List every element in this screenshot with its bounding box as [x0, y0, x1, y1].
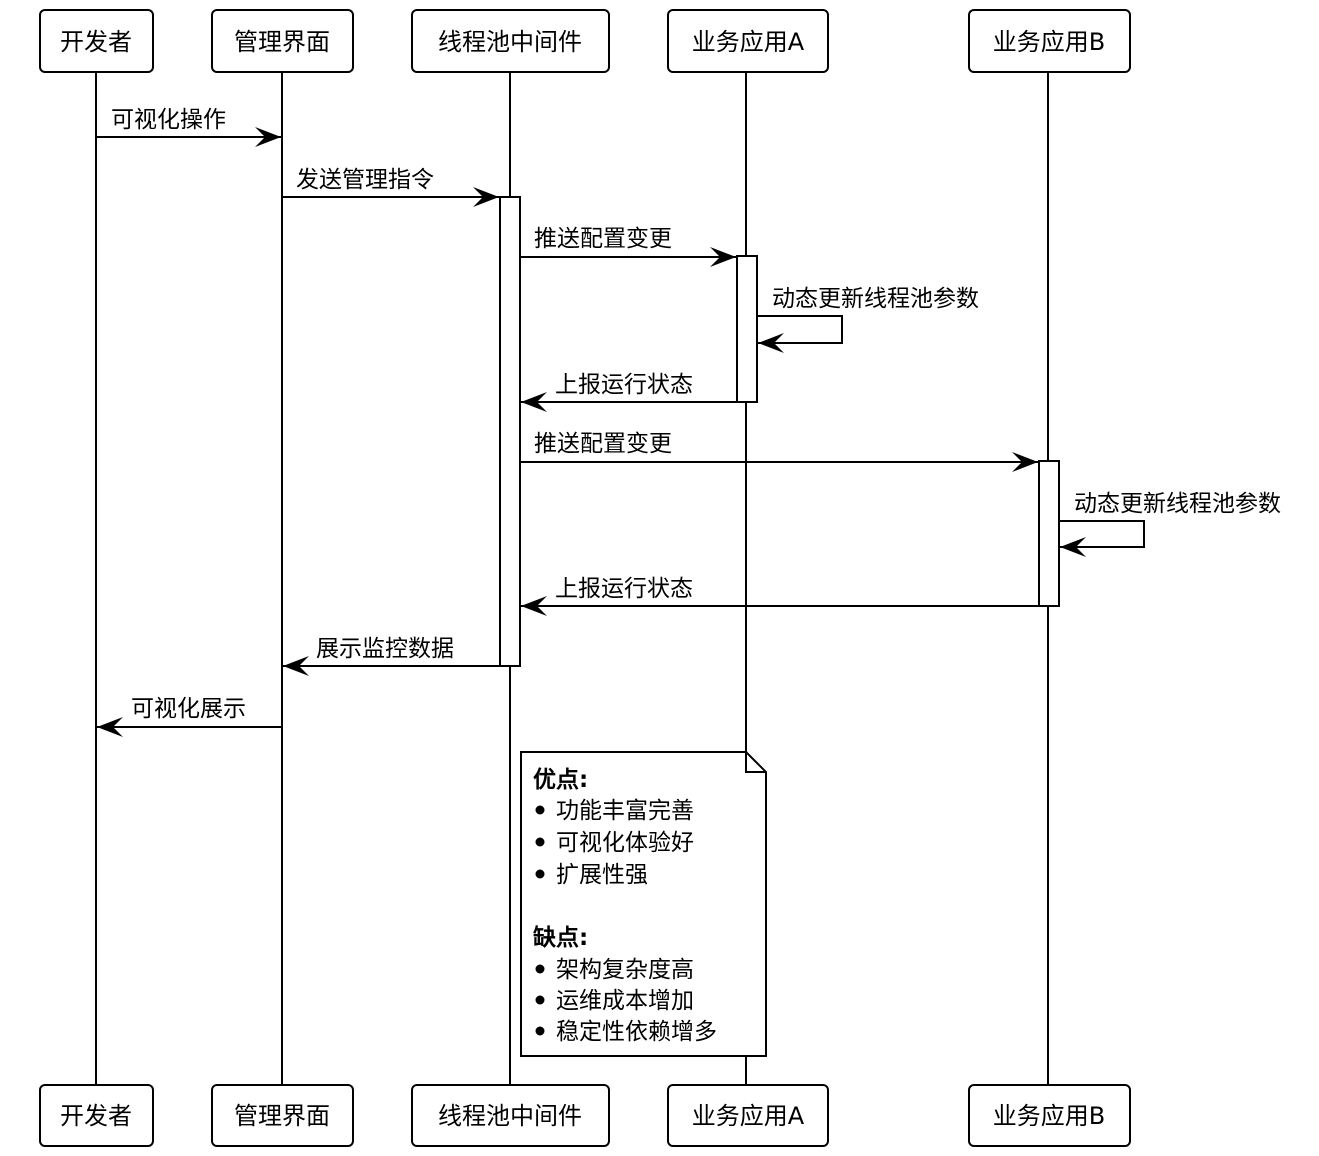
message-arrow — [1059, 520, 1145, 557]
message-2[interactable]: 发送管理指令 — [282, 167, 499, 207]
bullet-icon — [535, 1026, 545, 1036]
participant-appA-bottom[interactable]: 业务应用A — [667, 1084, 829, 1147]
participant-label: 开发者 — [60, 28, 132, 56]
participant-dev-bottom[interactable]: 开发者 — [39, 1084, 154, 1147]
bullet-icon — [535, 995, 545, 1005]
message-arrow — [757, 315, 843, 353]
message-label: 动态更新线程池参数 — [1074, 491, 1281, 517]
note-fold — [745, 752, 766, 773]
participant-mw[interactable]: 线程池中间件 — [411, 9, 610, 73]
participant-label: 业务应用A — [692, 28, 805, 56]
note-pro-item: 扩展性强 — [556, 862, 648, 888]
note-con-item: 稳定性依赖增多 — [556, 1019, 717, 1045]
note[interactable]: 优点: 功能丰富完善 可视化体验好 扩展性强 缺点: 架构复杂度高 运维成本增加… — [520, 751, 767, 1057]
activations — [499, 196, 1060, 667]
activation-appB — [1038, 460, 1060, 607]
participant-ui[interactable]: 管理界面 — [211, 9, 354, 73]
participant-dev[interactable]: 开发者 — [39, 9, 154, 73]
participant-appB[interactable]: 业务应用B — [968, 9, 1131, 73]
participant-label: 管理界面 — [234, 28, 330, 56]
message-8[interactable]: 上报运行状态 — [521, 576, 1039, 616]
participant-label: 业务应用B — [993, 1102, 1105, 1130]
message-label: 推送配置变更 — [534, 431, 672, 457]
message-label: 发送管理指令 — [296, 167, 434, 193]
note-con-item: 运维成本增加 — [556, 988, 694, 1014]
message-9[interactable]: 展示监控数据 — [283, 636, 500, 676]
activation-mw — [499, 196, 521, 667]
participant-label: 线程池中间件 — [438, 28, 582, 56]
bullet-icon — [535, 805, 545, 815]
participant-ui-bottom[interactable]: 管理界面 — [211, 1084, 354, 1147]
message-label: 可视化展示 — [131, 696, 246, 722]
note-cons-title: 缺点: — [533, 924, 588, 951]
message-1[interactable]: 可视化操作 — [96, 107, 281, 147]
note-con-item: 架构复杂度高 — [556, 957, 694, 983]
bullet-icon — [535, 964, 545, 974]
activation-appA — [736, 255, 758, 403]
bullet-icon — [535, 837, 545, 847]
message-10[interactable]: 可视化展示 — [97, 696, 282, 737]
message-label: 上报运行状态 — [555, 576, 693, 602]
message-label: 上报运行状态 — [555, 372, 693, 398]
participant-appB-bottom[interactable]: 业务应用B — [968, 1084, 1131, 1147]
participants-bottom: 开发者 管理界面 线程池中间件 业务应用A 业务应用B — [39, 1084, 1131, 1147]
message-label: 展示监控数据 — [316, 636, 454, 662]
participant-appA[interactable]: 业务应用A — [667, 9, 829, 73]
note-pro-item: 可视化体验好 — [556, 830, 694, 856]
message-label: 动态更新线程池参数 — [772, 286, 979, 312]
message-5[interactable]: 上报运行状态 — [521, 372, 737, 412]
message-7-self[interactable]: 动态更新线程池参数 — [1059, 491, 1281, 557]
message-label: 可视化操作 — [111, 107, 226, 133]
bullet-icon — [535, 869, 545, 879]
note-box — [520, 751, 767, 1057]
participants-top: 开发者 管理界面 线程池中间件 业务应用A 业务应用B — [39, 9, 1131, 73]
participant-label: 线程池中间件 — [438, 1102, 582, 1130]
participant-label: 开发者 — [60, 1102, 132, 1130]
message-label: 推送配置变更 — [534, 226, 672, 252]
participant-mw-bottom[interactable]: 线程池中间件 — [411, 1084, 610, 1147]
message-6[interactable]: 推送配置变更 — [520, 431, 1038, 472]
message-4-self[interactable]: 动态更新线程池参数 — [757, 286, 979, 353]
messages: 可视化操作 发送管理指令 推送配置变更 动态更新线程池参数 上报运行状态 推送配… — [96, 107, 1281, 737]
note-pros-title: 优点: — [533, 767, 588, 793]
message-3[interactable]: 推送配置变更 — [520, 226, 736, 267]
participant-label: 业务应用A — [692, 1102, 805, 1130]
participant-label: 管理界面 — [234, 1102, 330, 1130]
note-pro-item: 功能丰富完善 — [556, 798, 694, 824]
participant-label: 业务应用B — [993, 28, 1105, 56]
